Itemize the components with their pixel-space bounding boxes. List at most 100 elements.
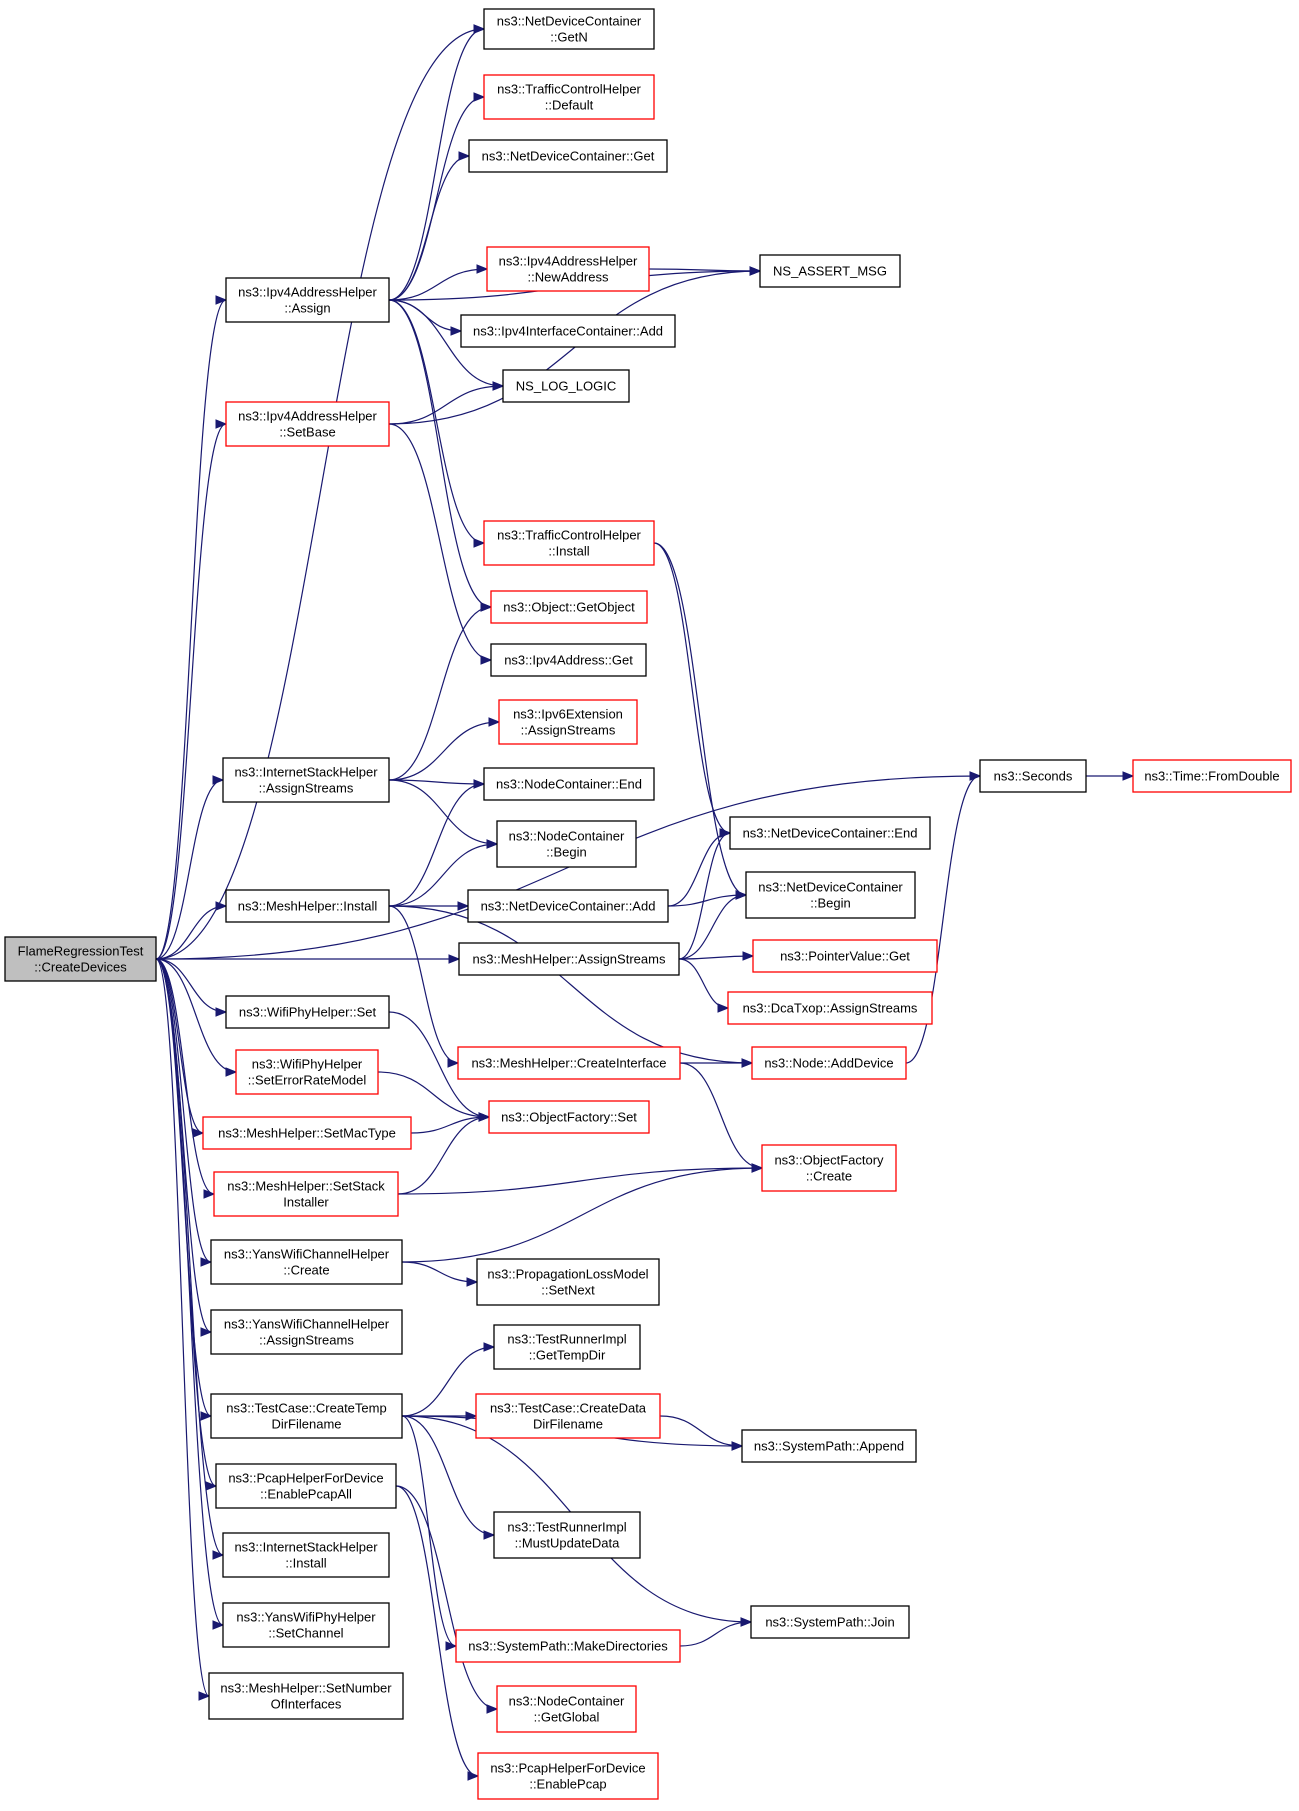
node-label: ns3::NetDeviceContainer::End <box>743 826 918 841</box>
edge-arrowhead <box>200 1411 213 1421</box>
node-label: ::Install <box>548 544 589 559</box>
node-ywch-create[interactable]: ns3::YansWifiChannelHelper::Create <box>210 1239 403 1285</box>
node-node-adddevice[interactable]: ns3::Node::AddDevice <box>751 1046 907 1080</box>
node-ndc-get[interactable]: ns3::NetDeviceContainer::Get <box>468 139 668 173</box>
node-sp-append[interactable]: ns3::SystemPath::Append <box>741 1429 917 1463</box>
edge-56 <box>905 775 981 1064</box>
node-label: ns3::NodeContainer::End <box>496 777 642 792</box>
node-tri-gettemp[interactable]: ns3::TestRunnerImpl::GetTempDir <box>493 1324 641 1370</box>
edge-arrowhead <box>483 1342 496 1352</box>
node-label: ns3::Object::GetObject <box>503 600 635 615</box>
node-label: ns3::NodeContainer <box>509 1694 625 1709</box>
node-label: ns3::YansWifiChannelHelper <box>224 1317 390 1332</box>
node-wph-seterr[interactable]: ns3::WifiPhyHelper::SetErrorRateModel <box>235 1049 379 1095</box>
edge-48 <box>678 958 729 1009</box>
node-tri-mustupdate[interactable]: ns3::TestRunnerImpl::MustUpdateData <box>493 1511 641 1559</box>
edge-arrowhead <box>200 1327 213 1337</box>
node-box <box>1132 759 1292 793</box>
node-label: ns3::Ipv4AddressHelper <box>238 285 377 300</box>
node-box <box>729 816 931 850</box>
edge-67 <box>395 1485 479 1777</box>
node-ish-assign[interactable]: ns3::InternetStackHelper::AssignStreams <box>222 757 390 803</box>
node-label: ns3::InternetStackHelper <box>234 765 378 780</box>
edge-42 <box>388 905 753 1064</box>
node-label: DirFilename <box>271 1417 341 1432</box>
node-label: ns3::WifiPhyHelper::Set <box>239 1005 377 1020</box>
node-box <box>483 74 655 120</box>
node-label: ns3::Ipv4InterfaceContainer::Add <box>473 324 663 339</box>
node-ndc-add[interactable]: ns3::NetDeviceContainer::Add <box>467 889 669 923</box>
node-phd-enable[interactable]: ns3::PcapHelperForDevice::EnablePcap <box>477 1752 659 1800</box>
node-label: ns3::TrafficControlHelper <box>497 82 641 97</box>
node-seconds[interactable]: ns3::Seconds <box>979 759 1087 793</box>
edge-51 <box>410 1116 490 1134</box>
node-label: ::SetNext <box>541 1283 595 1298</box>
node-obj-getobject[interactable]: ns3::Object::GetObject <box>490 590 648 624</box>
node-ish-install[interactable]: ns3::InternetStackHelper::Install <box>222 1532 390 1578</box>
node-plm-setnext[interactable]: ns3::PropagationLossModel::SetNext <box>476 1258 660 1306</box>
node-ipv4ah-setbase[interactable]: ns3::Ipv4AddressHelper::SetBase <box>225 401 390 447</box>
node-ywph-setchannel[interactable]: ns3::YansWifiPhyHelper::SetChannel <box>222 1602 390 1648</box>
node-ndc-getn[interactable]: ns3::NetDeviceContainer::GetN <box>483 8 655 50</box>
node-phd-enableall[interactable]: ns3::PcapHelperForDevice::EnablePcapAll <box>215 1463 397 1509</box>
node-pv-get[interactable]: ns3::PointerValue::Get <box>752 939 938 973</box>
node-label: ns3::PcapHelperForDevice <box>490 1761 645 1776</box>
node-mesh-setmac[interactable]: ns3::MeshHelper::SetMacType <box>202 1116 412 1150</box>
node-dca-assign[interactable]: ns3::DcaTxop::AssignStreams <box>727 991 933 1025</box>
edge-0 <box>155 28 485 960</box>
edge-arrowhead <box>969 771 982 781</box>
edge-32 <box>653 542 747 896</box>
node-ns-log-logic[interactable]: NS_LOG_LOGIC <box>502 369 630 403</box>
node-label: FlameRegressionTest <box>18 944 144 959</box>
node-box <box>202 1116 412 1150</box>
node-ndc-begin[interactable]: ns3::NetDeviceContainer::Begin <box>745 871 916 919</box>
node-nc-getglobal[interactable]: ns3::NodeContainer::GetGlobal <box>496 1685 637 1733</box>
node-root[interactable]: FlameRegressionTest::CreateDevices <box>4 936 157 982</box>
node-ndc-end[interactable]: ns3::NetDeviceContainer::End <box>729 816 931 850</box>
node-label: ns3::Seconds <box>994 769 1073 784</box>
node-wph-set[interactable]: ns3::WifiPhyHelper::Set <box>225 995 390 1029</box>
node-sp-join[interactable]: ns3::SystemPath::Join <box>750 1605 910 1639</box>
node-of-set[interactable]: ns3::ObjectFactory::Set <box>488 1100 650 1134</box>
node-ipv6ext-assign[interactable]: ns3::Ipv6Extension::AssignStreams <box>498 699 638 745</box>
node-ipv4addr-get[interactable]: ns3::Ipv4Address::Get <box>490 643 647 677</box>
node-box <box>759 254 901 288</box>
node-tch-default[interactable]: ns3::TrafficControlHelper::Default <box>483 74 655 120</box>
node-label: ns3::MeshHelper::CreateInterface <box>471 1056 666 1071</box>
node-nc-begin[interactable]: ns3::NodeContainer::Begin <box>496 820 637 868</box>
node-label: ns3::TestRunnerImpl <box>507 1332 626 1347</box>
node-time-fromdouble[interactable]: ns3::Time::FromDouble <box>1132 759 1292 793</box>
node-label: ns3::NetDeviceContainer <box>497 14 642 29</box>
node-label: ns3::Ipv6Extension <box>513 707 623 722</box>
edge-arrowhead <box>215 1007 228 1017</box>
node-sp-makedirs[interactable]: ns3::SystemPath::MakeDirectories <box>455 1629 681 1663</box>
node-of-create[interactable]: ns3::ObjectFactory::Create <box>761 1144 897 1192</box>
node-mesh-install[interactable]: ns3::MeshHelper::Install <box>225 889 390 923</box>
node-box <box>468 139 668 173</box>
node-box <box>208 1672 404 1720</box>
edge-41 <box>388 905 459 1064</box>
node-ipv4ah-assign[interactable]: ns3::Ipv4AddressHelper::Assign <box>225 277 390 323</box>
node-label: ::MustUpdateData <box>515 1536 621 1551</box>
node-label: ns3::YansWifiPhyHelper <box>236 1610 376 1625</box>
node-tch-install[interactable]: ns3::TrafficControlHelper::Install <box>483 520 655 566</box>
node-mesh-createif[interactable]: ns3::MeshHelper::CreateInterface <box>457 1046 681 1080</box>
node-ipv4ic-add[interactable]: ns3::Ipv4InterfaceContainer::Add <box>460 314 676 348</box>
edge-arrowhead <box>473 24 486 34</box>
node-box <box>483 520 655 566</box>
node-ns-assert[interactable]: NS_ASSERT_MSG <box>759 254 901 288</box>
node-ywch-assign[interactable]: ns3::YansWifiChannelHelper::AssignStream… <box>210 1309 403 1355</box>
node-ipv4ah-newaddr[interactable]: ns3::Ipv4AddressHelper::NewAddress <box>486 246 650 292</box>
node-label: ns3::TestCase::CreateTemp <box>226 1401 386 1416</box>
edge-arrowhead <box>215 295 228 305</box>
node-mesh-assign[interactable]: ns3::MeshHelper::AssignStreams <box>458 942 680 976</box>
node-nc-end[interactable]: ns3::NodeContainer::End <box>483 767 655 801</box>
edge-4 <box>155 779 224 960</box>
edge-arrowhead <box>486 1704 499 1714</box>
node-label: ::Create <box>283 1263 329 1278</box>
node-box <box>225 277 390 323</box>
